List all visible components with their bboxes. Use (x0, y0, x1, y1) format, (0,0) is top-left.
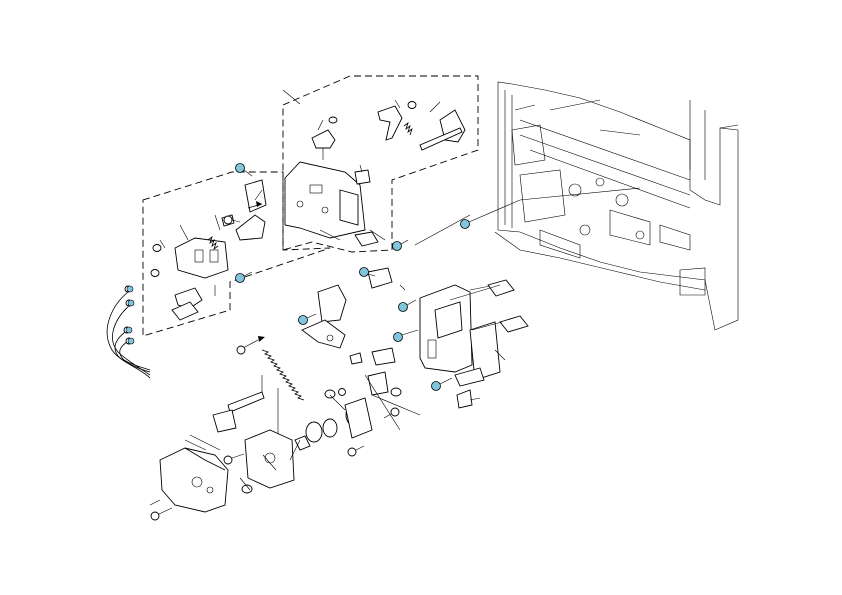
pulley (354, 169, 371, 185)
screw-icon (347, 445, 365, 457)
screw-icon (150, 507, 173, 521)
screw-icon (235, 271, 253, 283)
screw-icon (298, 313, 317, 325)
spring-plate (235, 214, 266, 241)
screw-icon (460, 187, 641, 229)
connector-clip (487, 279, 515, 297)
screw-icon (236, 345, 246, 355)
upper-subassembly-outline (282, 75, 479, 253)
screw-icon (223, 453, 245, 465)
link-lever (301, 319, 346, 349)
center-bracket (419, 279, 529, 409)
gear-small (294, 435, 311, 451)
e-ring (407, 101, 417, 109)
plain-screws (150, 215, 400, 521)
screw-icon (338, 388, 346, 396)
screw-icon (431, 377, 453, 391)
stopper-block (244, 179, 267, 213)
screw-icon (235, 163, 253, 177)
gear-large (305, 421, 323, 443)
screw-icon (125, 285, 135, 345)
screw-icon (392, 239, 409, 251)
main-frame (494, 81, 739, 331)
screw-icon (359, 267, 376, 277)
screw-icon (223, 215, 241, 225)
screw-icon (398, 299, 417, 312)
arm-lever (377, 105, 403, 141)
cam-lever (311, 129, 336, 149)
motor-bracket (244, 429, 295, 489)
upper-shaft (419, 127, 463, 151)
screw-icon (383, 407, 400, 419)
left-bracket (174, 237, 229, 279)
drive-shaft (227, 391, 265, 413)
drive-assembly (159, 387, 402, 513)
callout-leaders (149, 214, 506, 506)
upper-parts (282, 89, 466, 247)
sensor-bracket (317, 284, 347, 323)
actuator (174, 287, 203, 309)
clip (354, 231, 379, 247)
small-spring (403, 121, 413, 136)
screw-icon (393, 329, 419, 342)
left-subassembly-outline (142, 171, 331, 337)
motor (159, 447, 229, 513)
left-parts (150, 179, 267, 321)
gear-plate (344, 397, 373, 439)
small-clip (456, 389, 473, 409)
washer (328, 116, 338, 124)
long-spring (261, 349, 305, 401)
spring-coil (207, 235, 219, 251)
highlighted-screws (125, 163, 641, 391)
